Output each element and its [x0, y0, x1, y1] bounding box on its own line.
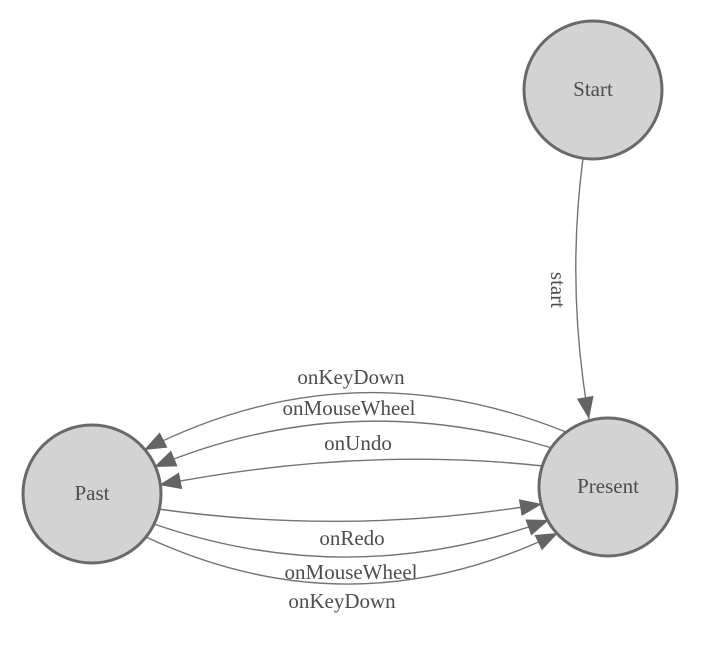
state-label-past: Past [74, 481, 109, 505]
state-label-present: Present [577, 474, 639, 498]
state-node-present [537, 416, 679, 558]
arrowhead-present-to-past-onkeydown [144, 432, 168, 450]
transition-edge-start-to-present [575, 157, 590, 420]
transition-edge-past-to-present-onredo [157, 503, 543, 523]
edge-label-present-to-past-onmousewheel: onMouseWheel [283, 396, 416, 420]
edge-label-start-to-present: start [546, 272, 570, 308]
state-node-past [21, 423, 163, 565]
edge-label-present-to-past-onkeydown: onKeyDown [297, 365, 405, 389]
arrowhead-start-to-present [576, 395, 594, 419]
arrowhead-past-to-present-onmousewheel [525, 519, 549, 536]
arrowhead-past-to-present-onkeydown [534, 533, 558, 551]
transition-edge-present-to-past-onmousewheel [153, 420, 553, 468]
edge-label-past-to-present-onmousewheel: onMouseWheel [285, 560, 418, 584]
arrowhead-present-to-past-onmousewheel [154, 450, 178, 467]
state-node-start [522, 19, 664, 161]
edge-label-present-to-past-onundo: onUndo [324, 431, 392, 455]
transition-edge-present-to-past-onkeydown [143, 391, 567, 451]
edge-label-past-to-present-onkeydown: onKeyDown [288, 589, 396, 613]
transition-edge-past-to-present-onkeydown [145, 532, 559, 585]
arrowhead-present-to-past-onundo [159, 472, 183, 490]
state-label-start: Start [573, 77, 613, 101]
transition-edge-past-to-present-onmousewheel [153, 519, 550, 558]
edge-label-past-to-present-onredo: onRedo [319, 526, 384, 550]
arrowhead-past-to-present-onredo [518, 499, 542, 517]
transition-edge-present-to-past-onundo [158, 458, 544, 486]
